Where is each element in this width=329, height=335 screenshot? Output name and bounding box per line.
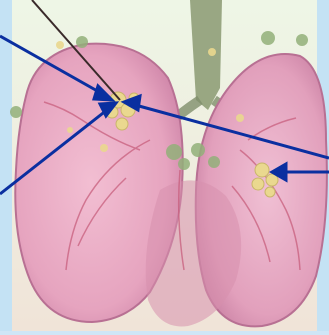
lungs-svg (0, 0, 329, 331)
lungs-illustration (0, 0, 329, 331)
